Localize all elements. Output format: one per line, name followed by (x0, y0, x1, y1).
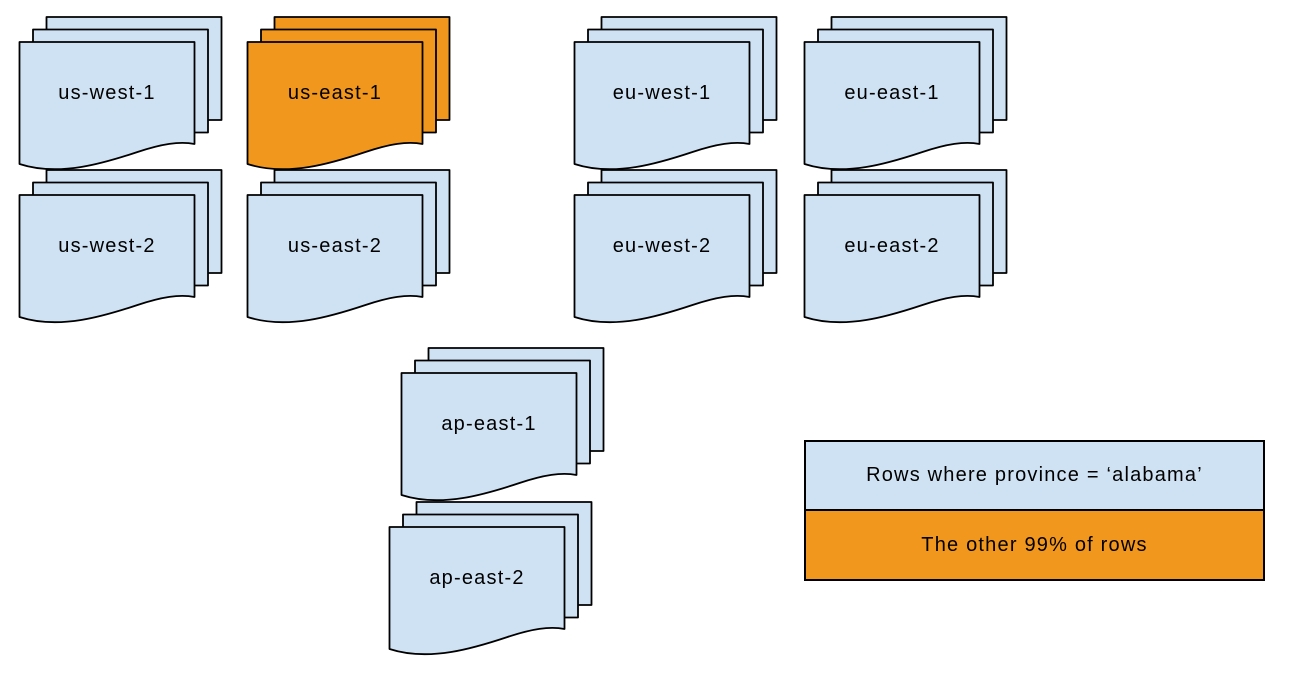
region-stack-ap-east-1: ap-east-1 (400, 347, 608, 509)
document-stack-icon (18, 16, 223, 171)
region-stack-us-east-1: us-east-1 (246, 16, 454, 178)
document-stack-icon (18, 169, 223, 324)
region-stack-ap-east-2: ap-east-2 (388, 501, 596, 663)
page-front (573, 41, 751, 171)
document-stack-icon (400, 347, 605, 502)
document-stack-icon (246, 16, 451, 171)
document-stack-icon (573, 16, 778, 171)
page-front (388, 526, 566, 656)
document-stack-icon (573, 169, 778, 324)
legend: Rows where province = ‘alabama’ The othe… (804, 440, 1265, 581)
legend-item-alabama-rows: Rows where province = ‘alabama’ (806, 442, 1263, 511)
document-stack-icon (803, 169, 1008, 324)
region-stack-us-west-2: us-west-2 (18, 169, 226, 331)
region-stack-eu-east-1: eu-east-1 (803, 16, 1011, 178)
page-front (573, 194, 751, 324)
page-front (246, 41, 424, 171)
region-stack-us-east-2: us-east-2 (246, 169, 454, 331)
document-stack-icon (388, 501, 593, 656)
page-front (400, 372, 578, 502)
page-front (18, 41, 196, 171)
document-stack-icon (803, 16, 1008, 171)
legend-item-label: Rows where province = ‘alabama’ (866, 464, 1203, 486)
document-stack-icon (246, 169, 451, 324)
region-stack-eu-west-1: eu-west-1 (573, 16, 781, 178)
page-front (803, 194, 981, 324)
page-front (246, 194, 424, 324)
page-front (803, 41, 981, 171)
region-stack-us-west-1: us-west-1 (18, 16, 226, 178)
legend-item-label: The other 99% of rows (921, 533, 1148, 556)
legend-item-other-rows: The other 99% of rows (806, 511, 1263, 579)
region-stack-eu-west-2: eu-west-2 (573, 169, 781, 331)
page-front (18, 194, 196, 324)
region-stack-eu-east-2: eu-east-2 (803, 169, 1011, 331)
